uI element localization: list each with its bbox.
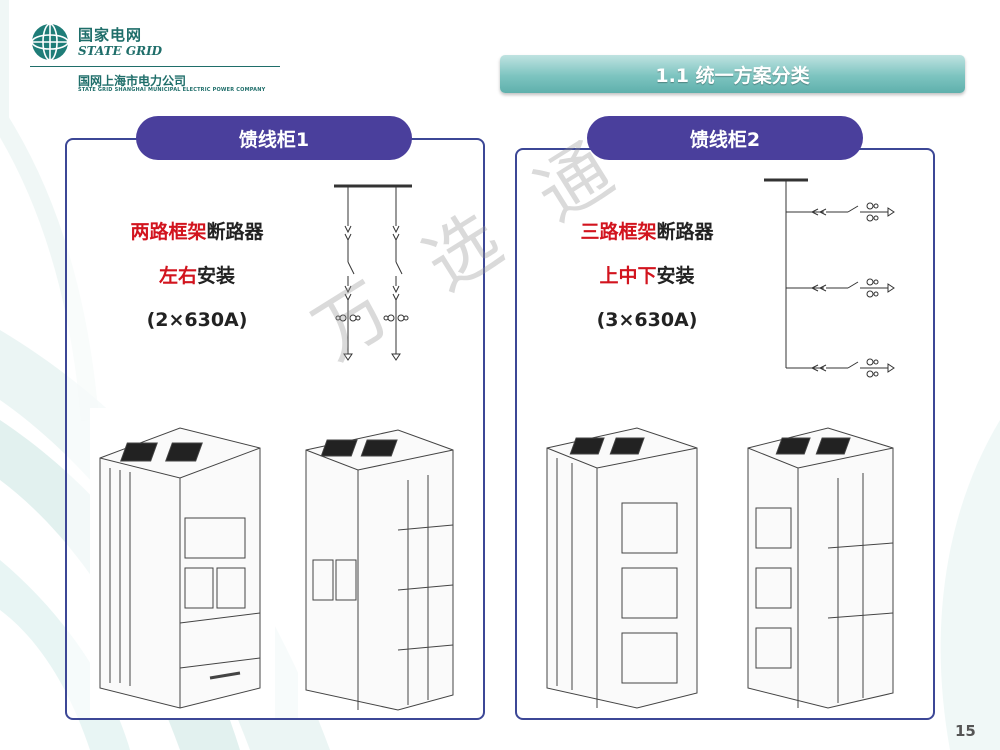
company-name-en: STATE GRID SHANGHAI MUNICIPAL ELECTRIC P… (78, 87, 266, 93)
desc-line-3: (2×630A) (146, 309, 248, 331)
feeder-cabinet-1-label: 馈线柜1 (136, 116, 412, 160)
cabinet-2-front-drawing (537, 408, 707, 716)
single-line-diagram-2 (758, 168, 910, 396)
logo-text-cn: 国家电网 (78, 26, 143, 44)
feeder-cabinet-2-description: 三路框架断路器 上中下安装 (3×630A) (552, 210, 742, 342)
state-grid-globe-icon (31, 23, 69, 61)
cabinet-1-rear-drawing (298, 410, 460, 718)
feeder-cabinet-2-label: 馈线柜2 (587, 116, 863, 160)
cabinet-1-front-drawing (90, 408, 275, 718)
state-grid-logo: 国家电网 STATE GRID 国网上海市电力公司 STATE GRID SHA… (30, 20, 290, 100)
desc-line-2: 左右安装 (158, 265, 236, 287)
single-line-diagram-1 (318, 178, 428, 370)
page-number: 15 (955, 722, 976, 740)
logo-divider (30, 66, 280, 67)
slide-title: 1.1 统一方案分类 (655, 64, 810, 87)
slide-title-bar: 1.1 统一方案分类 (500, 55, 965, 93)
desc-line-3: (3×630A) (596, 309, 698, 331)
cabinet-2-rear-drawing (738, 408, 903, 716)
feeder-cabinet-1-description: 两路框架断路器 左右安装 (2×630A) (102, 210, 292, 342)
desc-line-2: 上中下安装 (599, 265, 695, 287)
desc-line-1: 两路框架断路器 (130, 221, 264, 243)
desc-line-1: 三路框架断路器 (580, 221, 714, 243)
company-name-cn: 国网上海市电力公司 (78, 74, 187, 88)
logo-text-en: STATE GRID (78, 44, 163, 58)
